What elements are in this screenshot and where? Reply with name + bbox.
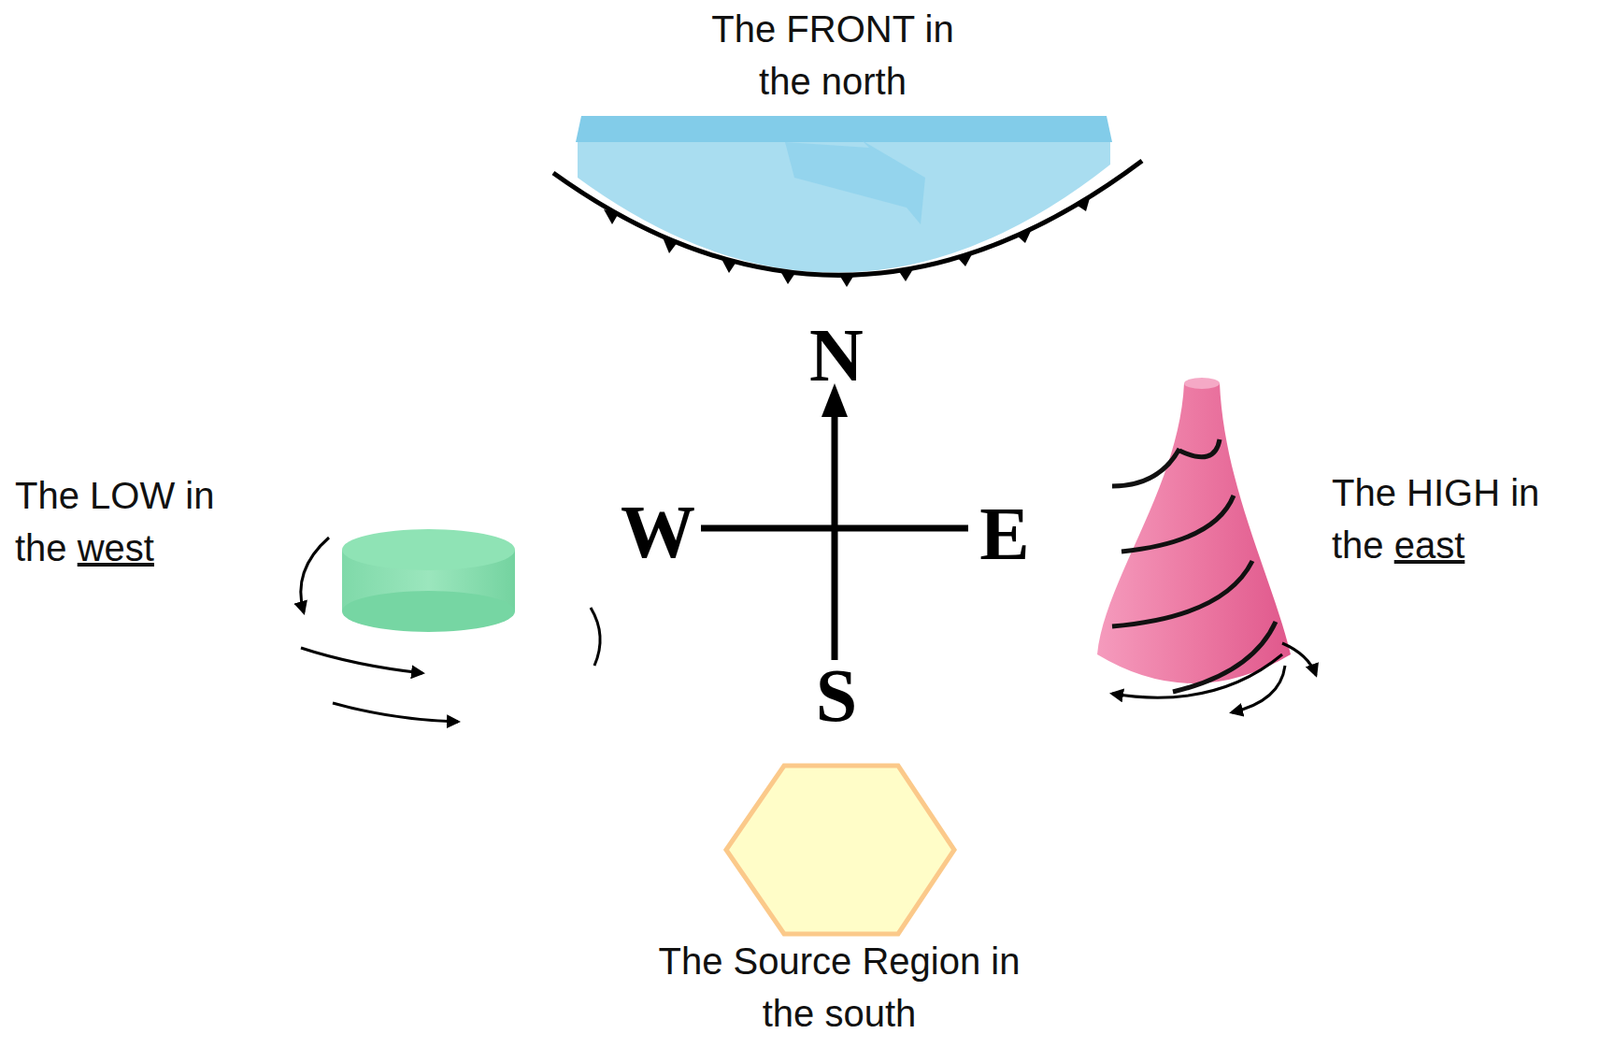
underlined-word: east <box>1394 524 1466 566</box>
region-node: The HIGH in the east <box>1097 377 1291 692</box>
high-cone <box>1097 377 1316 713</box>
source-hexagon <box>726 765 955 934</box>
front-shape <box>553 115 1143 287</box>
compass-letter: S <box>815 657 858 733</box>
compass-cross <box>700 383 969 660</box>
region-node: The LOW in the west <box>342 528 515 633</box>
region-label: The Source Region in the south <box>642 934 1036 1040</box>
low-cylinder <box>300 528 600 722</box>
underlined-word: west <box>77 527 155 569</box>
compass-letter: E <box>979 496 1029 572</box>
region-node: The Source Region in the south <box>726 765 955 934</box>
compass-letter: W <box>620 494 696 570</box>
region-label: The LOW in the west <box>14 469 230 574</box>
region-label: The FRONT in the north <box>692 2 973 108</box>
compass-letter: N <box>809 317 864 393</box>
region-node: The FRONT in the north <box>556 114 1143 297</box>
region-label: The HIGH in the east <box>1331 466 1566 572</box>
